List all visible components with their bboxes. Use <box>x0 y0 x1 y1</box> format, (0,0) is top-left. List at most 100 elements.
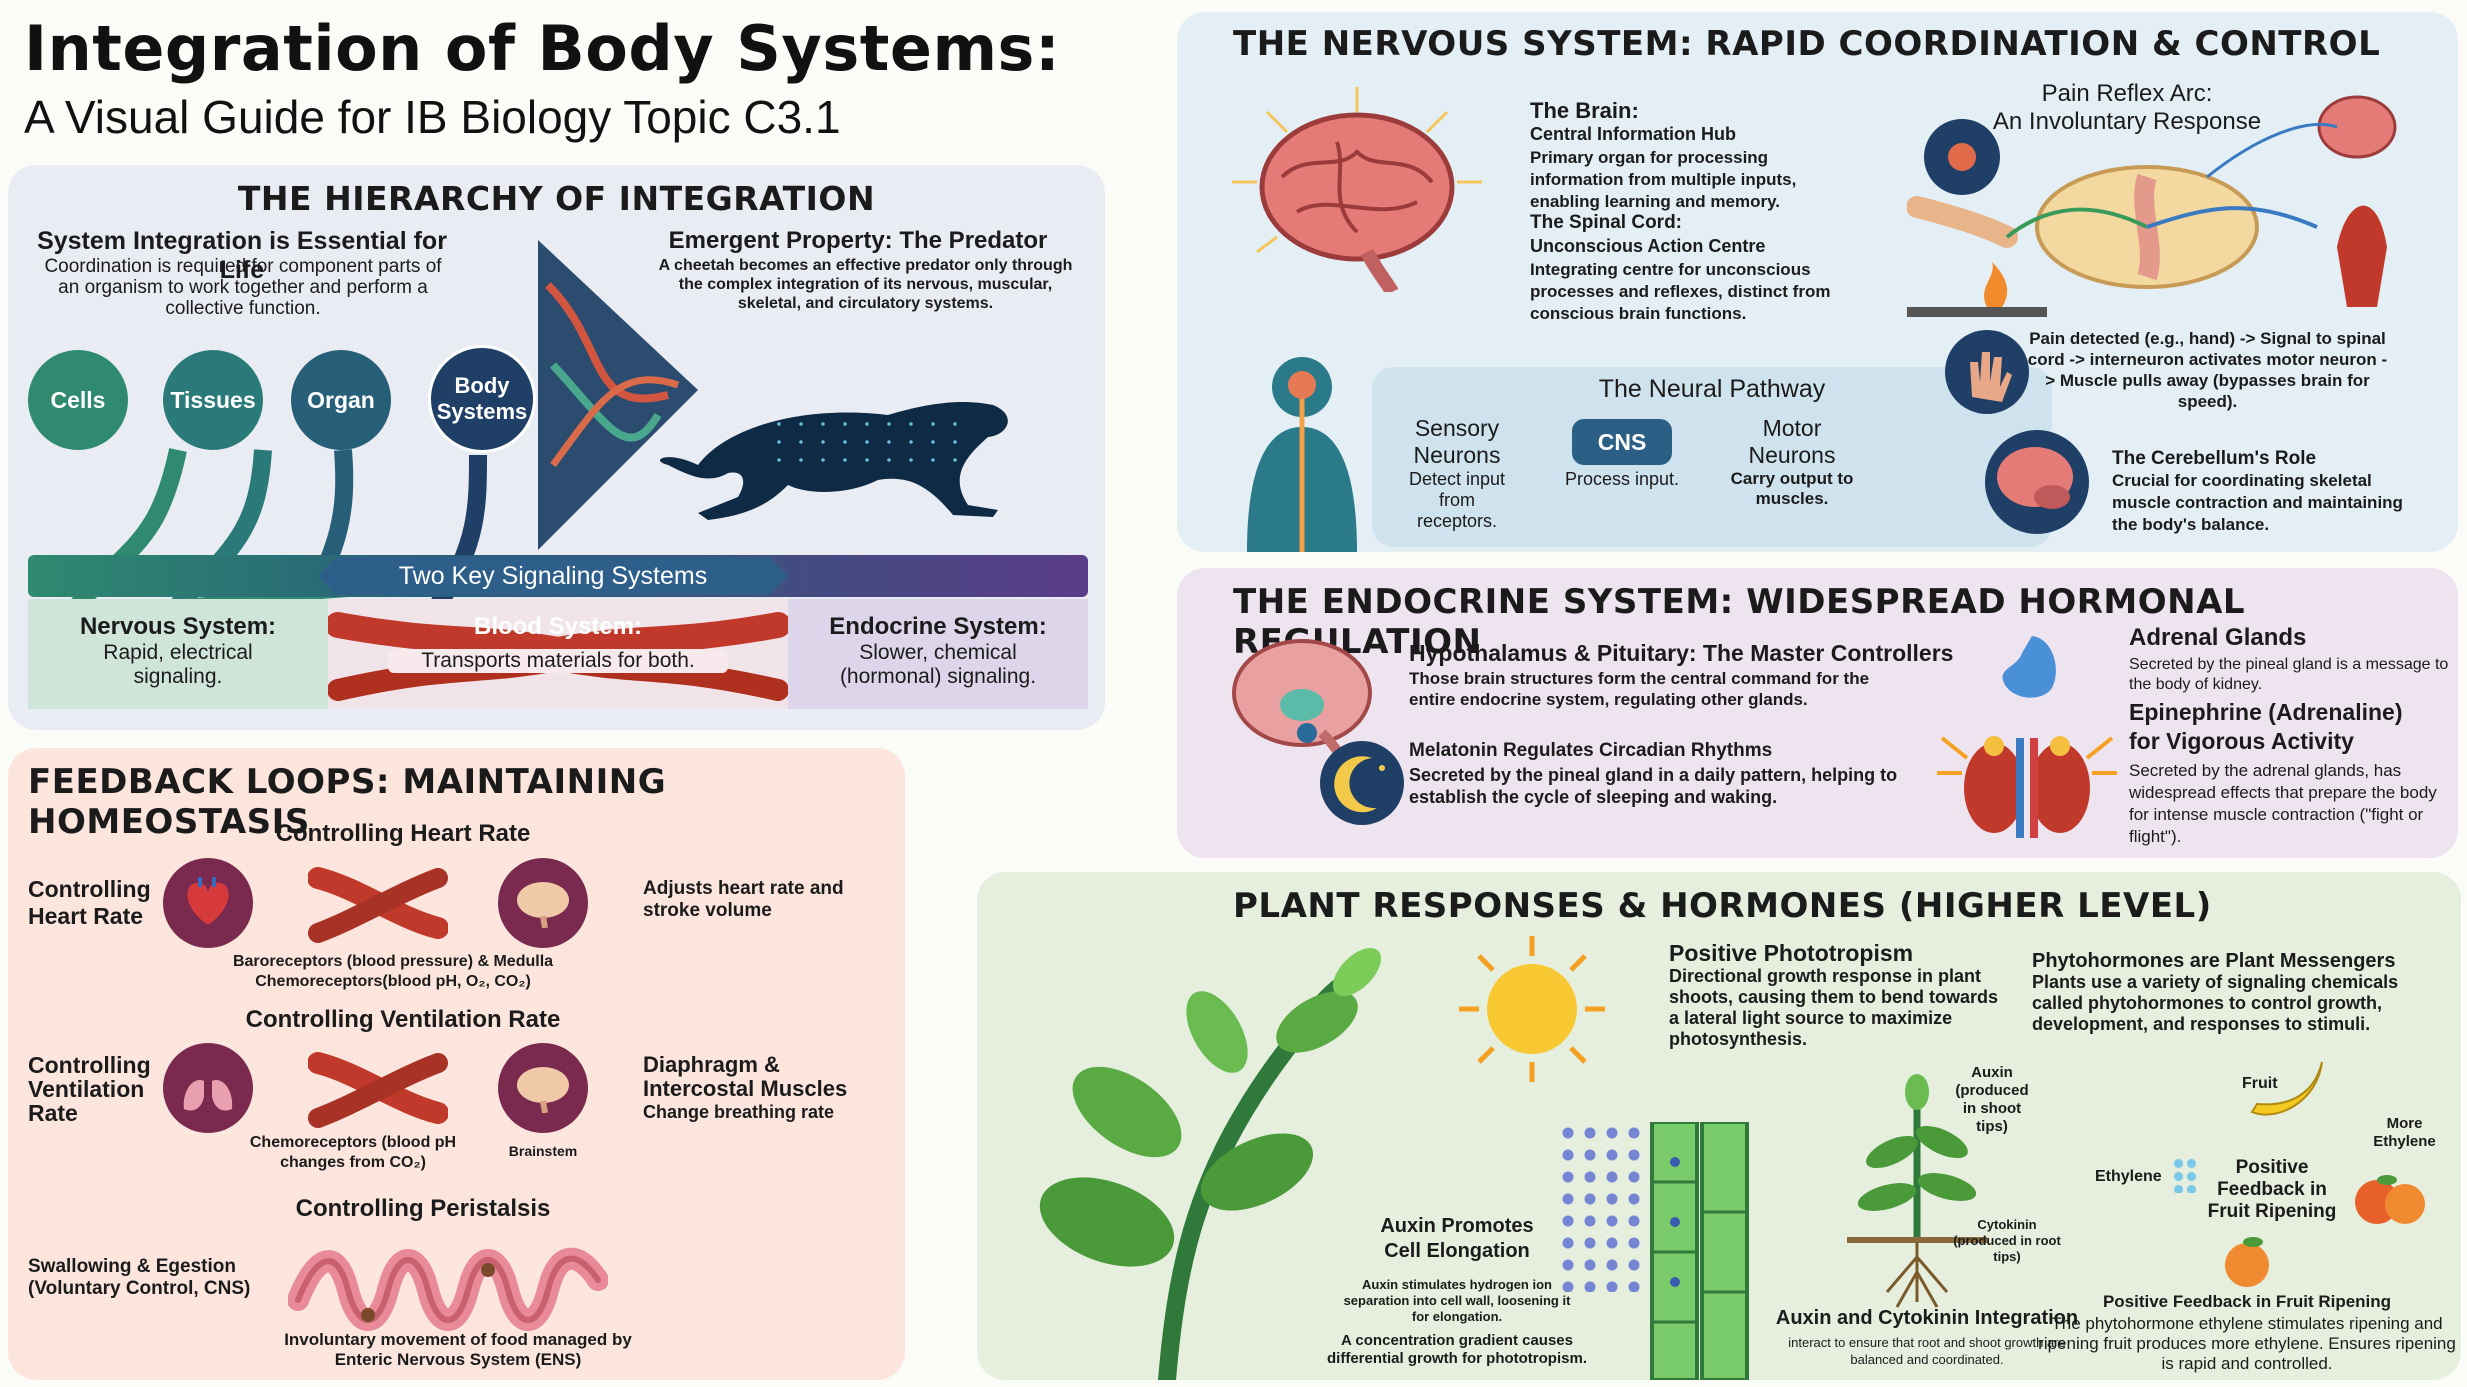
integration-heading: System Integration is Essential for Life <box>37 227 447 284</box>
integration-text: Coordination is required for component p… <box>44 256 442 319</box>
feedback-title: FEEDBACK LOOPS: MAINTAINING HOMEOSTASIS <box>28 762 667 842</box>
page-subtitle: A Visual Guide for IB Biology Topic C3.1 <box>24 91 841 143</box>
adrenal-gland-icon <box>2002 636 2056 698</box>
heart-vessel-icon <box>308 867 448 943</box>
ripen-heading: Positive Feedback in Fruit Ripening <box>2102 1292 2392 1311</box>
banana-icon <box>2250 1061 2323 1116</box>
hypo-text: Those brain structures form the central … <box>1409 669 1870 709</box>
vent-brainstem: Brainstem <box>508 1143 578 1159</box>
heart-right: Adjusts heart rate and stroke volume <box>643 878 844 921</box>
cns-label: CNS <box>1572 419 1672 465</box>
emergent-heading: Emergent Property: The Predator <box>668 227 1048 254</box>
brain-icon <box>1232 87 1482 292</box>
heart-icon <box>163 858 253 948</box>
signaling-banner: Two Key Signaling Systems <box>318 557 788 595</box>
melatonin-heading: Melatonin Regulates Circadian Rhythms <box>1409 740 1773 761</box>
brain-heading: The Brain: <box>1530 98 1639 123</box>
integ-text: interact to ensure that root and shoot g… <box>1788 1335 2066 1367</box>
ethylene-label: Ethylene <box>2095 1168 2162 1185</box>
heart-caption-1: Baroreceptors (blood pressure) & Medulla <box>232 953 554 970</box>
seedling-icon <box>1847 1074 1987 1308</box>
kidney-icon <box>1937 736 2117 838</box>
hierarchy-title: THE HIERARCHY OF INTEGRATION <box>237 179 876 218</box>
motor-text: Carry output to muscles. <box>1730 469 1854 508</box>
auxin-heading: Auxin Promotes Cell Elongation <box>1380 1215 1534 1262</box>
plant-shoot-icon <box>1039 947 1382 1380</box>
nervous-title: THE NERVOUS SYSTEM: RAPID COORDINATION &… <box>1233 24 2381 64</box>
ripe-fruit-icon <box>2355 1175 2425 1224</box>
endocrine-label: Endocrine System: <box>829 613 1047 640</box>
level-organ: Organ <box>291 350 391 450</box>
plant-panel: PLANT RESPONSES & HORMONES (HIGHER LEVEL… <box>977 872 2461 1380</box>
phyto-heading: Phytohormones are Plant Messengers <box>2032 950 2396 972</box>
endocrine-panel: THE ENDOCRINE SYSTEM: WIDESPREAD HORMONA… <box>1177 568 2458 858</box>
cerebellum-icon <box>1985 430 2089 534</box>
more-ethylene: More Ethylene <box>2373 1115 2436 1150</box>
vent-vessel-icon <box>308 1052 448 1128</box>
phyto-text: Plants use a variety of signaling chemic… <box>2032 972 2399 1034</box>
photo-text: Directional growth response in plant sho… <box>1669 966 1999 1049</box>
nervous-panel: THE NERVOUS SYSTEM: RAPID COORDINATION &… <box>1177 12 2458 552</box>
cerebellum-text: Crucial for coordinating skeletal muscle… <box>2112 471 2403 534</box>
adrenal-text: Secreted by the pineal gland is a messag… <box>2129 656 2449 693</box>
neural-pathway-title: The Neural Pathway <box>1598 375 1826 403</box>
motor-label: Motor Neurons <box>1748 415 1836 468</box>
feedback-panel: FEEDBACK LOOPS: MAINTAINING HOMEOSTASIS … <box>8 748 905 1380</box>
vent-right-2: Change breathing rate <box>643 1102 835 1122</box>
cyto-label: Cytokinin (produced in root tips) <box>1953 1217 2061 1264</box>
ethylene-bubbles <box>2172 1157 2198 1193</box>
medulla-brain-icon <box>498 858 588 948</box>
vent-heading: Controlling Ventilation Rate <box>245 1006 561 1033</box>
endocrine-box <box>788 599 1088 709</box>
vent-right-1: Diaphragm & Intercostal Muscles <box>643 1052 848 1101</box>
blood-label: Blood System: <box>473 613 643 640</box>
cord-sub: Unconscious Action Centre <box>1530 236 1766 256</box>
epi-text: Secreted by the adrenal glands, has wide… <box>2129 761 2437 846</box>
reflex-heading: Pain Reflex Arc: <box>2041 80 2213 107</box>
auxin-dots <box>1557 1122 1647 1292</box>
lungs-icon <box>163 1043 253 1133</box>
peri-left: Swallowing & Egestion (Voluntary Control… <box>28 1256 251 1299</box>
hand-icon <box>1945 330 2029 414</box>
reflex-text: Pain detected (e.g., hand) -> Signal to … <box>2027 329 2388 411</box>
brain-sub: Central Information Hub <box>1530 124 1736 144</box>
plant-title: PLANT RESPONSES & HORMONES (HIGHER LEVEL… <box>1233 886 2212 926</box>
cerebellum-heading: The Cerebellum's Role <box>2112 448 2317 469</box>
auxin-label: Auxin (produced in shoot tips) <box>1955 1064 2029 1135</box>
auxin-text-1: Auxin stimulates hydrogen ion separation… <box>1343 1277 1571 1324</box>
peach-icon <box>2225 1237 2269 1287</box>
page-title: Integration of Body Systems: <box>24 12 1061 85</box>
moon-icon <box>1320 741 1404 825</box>
heart-left: Controlling Heart Rate <box>28 876 151 929</box>
reflex-sub: An Involuntary Response <box>1992 108 2262 135</box>
nervous-label: Nervous System: <box>79 613 277 640</box>
auxin-text-2: A concentration gradient causes differen… <box>1327 1332 1587 1367</box>
hierarchy-panel: THE HIERARCHY OF INTEGRATION System Inte… <box>8 165 1105 730</box>
level-cells: Cells <box>28 350 128 450</box>
nervous-box <box>28 599 328 709</box>
brain-text: Primary organ for processing information… <box>1530 148 1797 211</box>
cord-text: Integrating centre for unconscious proce… <box>1530 260 1831 323</box>
endocrine-title: THE ENDOCRINE SYSTEM: WIDESPREAD HORMONA… <box>1233 582 2246 662</box>
sensory-text: Detect input from receptors. <box>1408 469 1506 531</box>
endocrine-text: Slower, chemical (hormonal) signaling. <box>839 641 1037 688</box>
photo-heading: Positive Phototropism <box>1669 940 1914 966</box>
cns-text: Process input. <box>1564 469 1680 489</box>
peri-heading: Controlling Peristalsis <box>295 1195 551 1222</box>
ripen-text: The phytohormone ethylene stimulates rip… <box>2038 1314 2456 1373</box>
cell-column-icon <box>1650 1122 1749 1380</box>
heart-heading: Controlling Heart Rate <box>275 820 531 847</box>
intestine-icon <box>288 1247 608 1331</box>
reflex-arc-icon <box>1907 95 2397 317</box>
sun-icon <box>1459 936 1605 1082</box>
adrenal-heading: Adrenal Glands <box>2129 624 2307 651</box>
emergent-text: A cheetah becomes an effective predator … <box>658 257 1073 312</box>
fruit-label: Fruit <box>2242 1075 2278 1092</box>
brainstem-icon <box>498 1043 588 1133</box>
epi-heading: Epinephrine (Adrenaline) for Vigorous Ac… <box>2129 699 2403 754</box>
cheetah-sparkles <box>768 415 968 475</box>
hypothalamus-brain-icon <box>1232 639 1372 771</box>
integ-heading: Auxin and Cytokinin Integration <box>1775 1307 2079 1329</box>
neural-pathway-box <box>1372 367 2052 547</box>
level-tissues: Tissues <box>163 350 263 450</box>
